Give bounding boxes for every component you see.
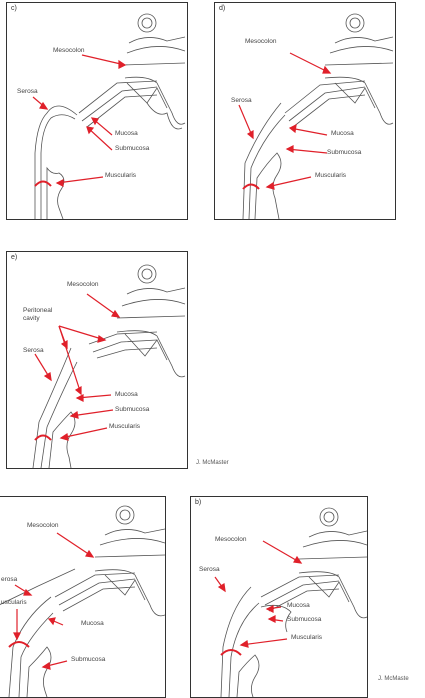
panel-d-drawing bbox=[215, 3, 395, 219]
panel-b-serosa-label: Serosa bbox=[199, 567, 220, 574]
panel-d-mesocolon-label: Mesocolon bbox=[245, 39, 276, 46]
panel-a-submucosa-label: Submucosa bbox=[71, 657, 105, 664]
panel-c-mesocolon-label: Mesocolon bbox=[53, 48, 84, 55]
panel-a-drawing bbox=[0, 497, 165, 697]
panel-b-submucosa-label: Submucosa bbox=[287, 617, 321, 624]
credit-bottom: J. McMaste bbox=[378, 676, 409, 682]
panel-b-muscularis-label: Muscularis bbox=[291, 635, 322, 642]
panel-c-mucosa-label: Mucosa bbox=[115, 131, 138, 138]
credit-mid: J. McMaster bbox=[196, 460, 229, 466]
panel-b-mucosa-label: Mucosa bbox=[287, 603, 310, 610]
panel-e-muscularis-label: Muscularis bbox=[109, 424, 140, 431]
panel-a-mesocolon-label: Mesocolon bbox=[27, 523, 58, 530]
panel-d: d) Mesocolon Serosa Mucosa Submucosa M bbox=[214, 2, 396, 220]
panel-a-serosa-label: erosa bbox=[1, 577, 17, 584]
panel-e-submucosa-label: Submucosa bbox=[115, 407, 149, 414]
panel-d-submucosa-label: Submucosa bbox=[327, 150, 361, 157]
panel-e-serosa-label: Serosa bbox=[23, 348, 44, 355]
panel-a-mucosa-label: Mucosa bbox=[81, 621, 104, 628]
panel-e: e) Mesocolon Peritoneal bbox=[6, 251, 188, 469]
panel-c: c) Mesocolon Serosa Mucosa Submuc bbox=[6, 2, 188, 220]
panel-b-mesocolon-label: Mesocolon bbox=[215, 537, 246, 544]
panel-d-muscularis-label: Muscularis bbox=[315, 173, 346, 180]
panel-e-cavity-label: cavity bbox=[23, 316, 40, 323]
panel-d-serosa-label: Serosa bbox=[231, 98, 252, 105]
panel-b-drawing bbox=[191, 497, 367, 697]
panel-c-serosa-label: Serosa bbox=[17, 89, 38, 96]
panel-e-mesocolon-label: Mesocolon bbox=[67, 282, 98, 289]
panel-c-submucosa-label: Submucosa bbox=[115, 146, 149, 153]
panel-c-muscularis-label: Muscularis bbox=[105, 173, 136, 180]
panel-a: Mesocolon erosa uscularis Mucosa Submuco… bbox=[0, 496, 166, 698]
panel-e-peritoneal-label: Peritoneal bbox=[23, 308, 52, 315]
panel-b: b) Mesocolon Serosa Mucosa Submuc bbox=[190, 496, 368, 698]
panel-e-mucosa-label: Mucosa bbox=[115, 392, 138, 399]
panel-a-muscularis-label: uscularis bbox=[1, 600, 27, 607]
panel-d-mucosa-label: Mucosa bbox=[331, 131, 354, 138]
panel-c-drawing bbox=[7, 3, 187, 219]
